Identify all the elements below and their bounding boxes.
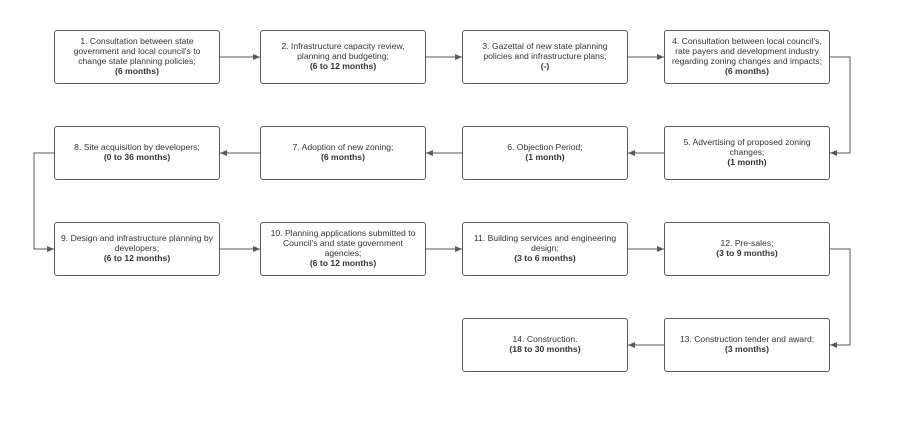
step-7-text: 7. Adoption of new zoning; — [292, 142, 394, 153]
step-8-duration: (0 to 36 months) — [103, 152, 171, 162]
arrow-12-to-13 — [830, 248, 851, 348]
step-4-duration: (6 months) — [725, 65, 769, 76]
step-10-text: 10. Planning applications submitted to C… — [270, 228, 416, 258]
step-2-text: 2. Infrastructure capacity review, plann… — [281, 41, 405, 62]
step-2-duration: (6 to 12 months) — [309, 60, 377, 71]
step-11-duration: (3 to 6 months) — [514, 252, 576, 263]
step-2-infrastructure-review: 2. Infrastructure capacity review, plann… — [260, 30, 426, 84]
step-12-pre-sales: 12. Pre-sales; (3 to 9 months) — [664, 222, 830, 276]
step-7-adoption-zoning: 7. Adoption of new zoning; (6 months) — [260, 126, 426, 180]
step-14-construction: 14. Construction. (18 to 30 months) — [462, 318, 628, 372]
step-14-text: 14. Construction. — [512, 334, 578, 345]
step-1-duration: (6 months) — [115, 65, 159, 76]
step-12-duration: (3 to 9 months) — [716, 248, 778, 258]
step-13-duration: (3 months) — [725, 344, 769, 354]
step-5-text: 5. Advertising of proposed zoning change… — [683, 137, 811, 158]
step-6-objection-period: 6. Objection Period; (1 month) — [462, 126, 628, 180]
step-13-construction-tender: 13. Construction tender and award; (3 mo… — [664, 318, 830, 372]
step-7-duration: (6 months) — [321, 152, 365, 162]
step-5-duration: (1 month) — [727, 156, 767, 167]
step-11-building-services-design: 11. Building services and engineering de… — [462, 222, 628, 276]
step-8-text: 8. Site acquisition by developers; — [74, 142, 200, 153]
step-13-text: 13. Construction tender and award; — [679, 334, 815, 345]
step-5-advertising-zoning: 5. Advertising of proposed zoning change… — [664, 126, 830, 180]
step-1-consultation-state-policies: 1. Consultation between state government… — [54, 30, 220, 84]
step-10-planning-applications: 10. Planning applications submitted to C… — [260, 222, 426, 276]
step-1-text: 1. Consultation between state government… — [73, 36, 201, 66]
step-11-text: 11. Building services and engineering de… — [473, 233, 617, 254]
step-9-text: 9. Design and infrastructure planning by… — [61, 233, 213, 254]
step-14-duration: (18 to 30 months) — [509, 344, 581, 354]
step-10-duration: (6 to 12 months) — [309, 257, 377, 268]
step-9-design-planning: 9. Design and infrastructure planning by… — [54, 222, 220, 276]
step-3-text: 3. Gazettal of new state planning polici… — [482, 41, 608, 62]
step-9-duration: (6 to 12 months) — [103, 252, 171, 263]
step-3-gazettal: 3. Gazettal of new state planning polici… — [462, 30, 628, 84]
step-8-site-acquisition: 8. Site acquisition by developers; (0 to… — [54, 126, 220, 180]
step-12-text: 12. Pre-sales; — [720, 238, 774, 249]
step-4-consultation-zoning: 4. Consultation between local council's,… — [664, 30, 830, 84]
step-4-text: 4. Consultation between local council's,… — [671, 36, 822, 66]
step-6-text: 6. Objection Period; — [507, 142, 583, 153]
arrow-4-to-5 — [830, 56, 851, 156]
step-3-duration: (-) — [540, 60, 550, 71]
step-6-duration: (1 month) — [525, 152, 565, 162]
arrow-8-to-9 — [33, 152, 54, 252]
